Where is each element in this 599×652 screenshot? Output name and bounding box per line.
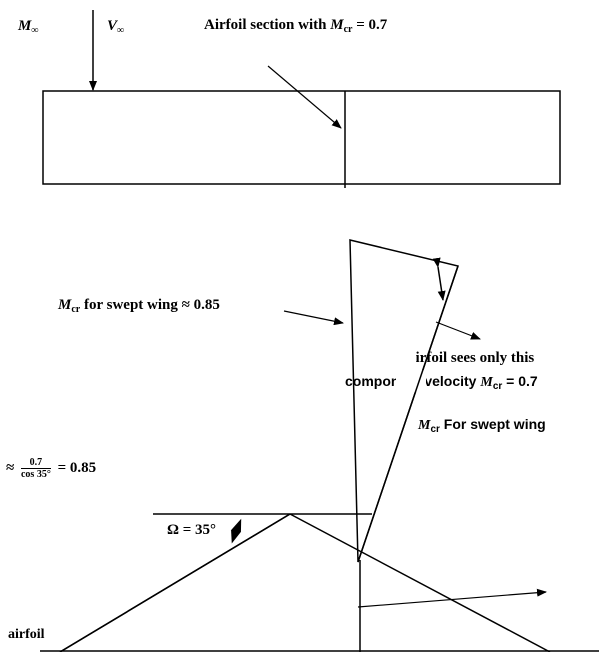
airfoil-section-arrow <box>267 65 342 129</box>
occluder-2 <box>396 370 426 392</box>
component-label-line2: component velocity Mcr = 0.7 <box>345 373 538 392</box>
airfoil-word-label: airfoil <box>8 627 45 642</box>
sweep-angle-label: Ω = 35° <box>167 522 217 538</box>
wing-right-edge <box>289 513 551 652</box>
airfoil-section-label: Airfoil section with Mcr = 0.7 <box>204 17 388 35</box>
component-label-line1: airfoil sees only this <box>408 350 535 366</box>
occluder-3 <box>52 622 72 644</box>
chord-double-arrow <box>432 257 446 301</box>
velocity-arrow-bottom <box>357 588 547 608</box>
swept-wing-mcr-label: Mcr for swept wing ≈ 0.85 <box>58 297 220 315</box>
sweep-angle-marker <box>231 518 242 544</box>
freestream-mach-label: M∞ <box>18 18 39 36</box>
swept-label-arrow <box>283 310 344 326</box>
freestream-velocity-label: V∞ <box>107 18 125 36</box>
mach-fraction: 0.7 cos 35° <box>20 457 51 480</box>
straight-wing <box>42 90 561 185</box>
mcr-swept-wing-label: Mcr For swept wing <box>418 416 546 435</box>
mach-formula: ≈ 0.7 cos 35° = 0.85 <box>6 457 97 480</box>
component-velocity-arrow <box>435 321 481 340</box>
occluder-1 <box>404 346 416 368</box>
